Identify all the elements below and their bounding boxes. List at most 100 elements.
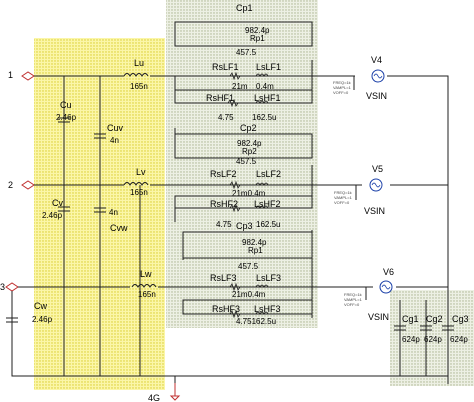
port-4g-label: 4G	[148, 393, 160, 402]
svg-text:VAMPL=1: VAMPL=1	[334, 195, 353, 200]
svg-text:624p: 624p	[402, 335, 420, 344]
svg-text:Cp3: Cp3	[236, 221, 253, 231]
svg-text:FREQ=1k: FREQ=1k	[333, 80, 351, 85]
svg-text:LsLF2: LsLF2	[256, 169, 281, 179]
svg-text:21m0.4m: 21m0.4m	[232, 290, 266, 299]
series-elements	[227, 71, 269, 319]
svg-text:162.5u: 162.5u	[252, 113, 276, 122]
svg-text:RsLF2: RsLF2	[210, 169, 237, 179]
svg-text:Cw: Cw	[34, 301, 47, 311]
phase-block-region	[166, 0, 318, 328]
source-v6: V6 VSIN FREQ=1k VAMPL=1 VOFF=0	[344, 267, 394, 322]
svg-text:457.5: 457.5	[236, 157, 257, 166]
svg-text:21m0.4m: 21m0.4m	[232, 189, 266, 198]
port-3: 3	[0, 282, 19, 292]
inductor-lw: Lw 165n	[131, 269, 157, 299]
svg-text:2.46p: 2.46p	[56, 113, 77, 122]
svg-text:21m: 21m	[232, 82, 248, 91]
cap-cg2: Cg2 624p	[420, 314, 443, 344]
source-v5: V5 VSIN FREQ=1k VAMPL=1 VOFF=0	[334, 164, 385, 216]
svg-text:RsHF2: RsHF2	[210, 199, 238, 209]
cap-cu: Cu 2.46p	[56, 100, 77, 123]
svg-text:V4: V4	[371, 55, 382, 65]
svg-text:162.5u: 162.5u	[256, 220, 280, 229]
svg-text:4.75: 4.75	[218, 113, 234, 122]
svg-text:457.5: 457.5	[236, 48, 257, 57]
cap-cv: Cv 2.46p	[42, 198, 70, 220]
cap-cvw: 4n Cvw	[94, 207, 128, 233]
ground-cap-region	[390, 290, 474, 386]
cap-cg3: Cg3 624p	[442, 314, 469, 344]
svg-text:624p: 624p	[424, 335, 442, 344]
svg-text:Rp1: Rp1	[250, 34, 265, 43]
svg-text:VOFF=0: VOFF=0	[333, 90, 349, 95]
svg-text:982.4p: 982.4p	[245, 26, 270, 35]
port-1: 1	[8, 70, 35, 81]
svg-text:2.46p: 2.46p	[32, 315, 53, 324]
svg-text:Cvw: Cvw	[110, 223, 128, 233]
cap-cg1: Cg1 624p	[394, 314, 420, 344]
svg-text:457.5: 457.5	[238, 262, 259, 271]
cap-cuv: Cuv 4n	[94, 123, 124, 145]
svg-text:Cu: Cu	[60, 100, 72, 110]
wires	[11, 60, 449, 384]
port-2: 2	[8, 180, 35, 190]
svg-text:4n: 4n	[110, 136, 119, 145]
svg-text:0.4m: 0.4m	[256, 82, 274, 91]
svg-text:Lw: Lw	[140, 269, 152, 279]
svg-text:VSIN: VSIN	[364, 206, 385, 216]
svg-text:VSIN: VSIN	[366, 91, 387, 101]
svg-text:LsLF1: LsLF1	[256, 62, 281, 72]
svg-text:Rp2: Rp2	[242, 147, 257, 156]
svg-text:982.4p: 982.4p	[237, 139, 262, 148]
svg-text:Lv: Lv	[136, 167, 146, 177]
svg-text:2.46p: 2.46p	[42, 211, 63, 220]
svg-text:Cuv: Cuv	[107, 123, 124, 133]
svg-text:VSIN: VSIN	[368, 312, 389, 322]
svg-text:Cg1: Cg1	[402, 314, 419, 324]
svg-text:VOFF=0: VOFF=0	[344, 302, 360, 307]
inductor-lu: Lu 165n	[123, 58, 149, 91]
svg-text:VOFF=0: VOFF=0	[334, 200, 350, 205]
svg-text:RsLF1: RsLF1	[212, 62, 239, 72]
svg-text:Lu: Lu	[134, 58, 144, 68]
svg-text:Cg2: Cg2	[426, 314, 443, 324]
svg-text:165n: 165n	[138, 290, 156, 299]
svg-text:Cp1: Cp1	[236, 3, 253, 13]
svg-text:RsHF1: RsHF1	[206, 93, 234, 103]
svg-text:LsHF1: LsHF1	[254, 93, 281, 103]
port-1-label: 1	[8, 70, 13, 80]
svg-text:165n: 165n	[130, 188, 148, 197]
svg-text:V6: V6	[383, 267, 394, 277]
cap-cw: Cw 2.46p	[6, 301, 53, 324]
svg-text:624p: 624p	[450, 335, 468, 344]
svg-text:Cp2: Cp2	[240, 123, 257, 133]
svg-text:Rp1: Rp1	[248, 246, 263, 255]
port-2-label: 2	[8, 180, 13, 190]
svg-text:LsLF3: LsLF3	[256, 273, 281, 283]
phase-2-block: Cp2 982.4p Rp2 457.5 RsLF2 LsLF2 21m0.4m…	[174, 123, 313, 229]
svg-text:V5: V5	[372, 164, 383, 174]
svg-text:LsHF3: LsHF3	[254, 304, 281, 314]
svg-text:RsHF3: RsHF3	[212, 304, 240, 314]
svg-text:FREQ=1k: FREQ=1k	[344, 292, 362, 297]
phase-3-block: Cp3 982.4p Rp1 457.5 RsLF3 LsLF3 21m0.4m…	[182, 221, 313, 326]
phase-1-block: Cp1 982.4p Rp1 457.5 RsLF1 LsLF1 21m 0.4…	[174, 3, 313, 122]
svg-text:165n: 165n	[130, 82, 148, 91]
inductor-lv: Lv 165n	[123, 167, 149, 197]
svg-text:Cg3: Cg3	[452, 314, 469, 324]
svg-text:4.75: 4.75	[216, 220, 232, 229]
svg-text:RsLF3: RsLF3	[210, 273, 237, 283]
svg-text:982.4p: 982.4p	[242, 238, 267, 247]
port-3-label: 3	[0, 282, 5, 292]
svg-text:VAMPL=1: VAMPL=1	[333, 85, 352, 90]
svg-text:4.75162.5u: 4.75162.5u	[236, 317, 276, 326]
svg-text:Cv: Cv	[52, 198, 63, 208]
source-v4: V4 VSIN FREQ=1k VAMPL=1 VOFF=0	[333, 55, 387, 101]
svg-text:4n: 4n	[109, 208, 118, 217]
port-4g: 4G	[148, 383, 181, 402]
svg-text:VAMPL=1: VAMPL=1	[344, 297, 363, 302]
svg-text:FREQ=1k: FREQ=1k	[334, 190, 352, 195]
svg-text:LsHF2: LsHF2	[254, 199, 281, 209]
